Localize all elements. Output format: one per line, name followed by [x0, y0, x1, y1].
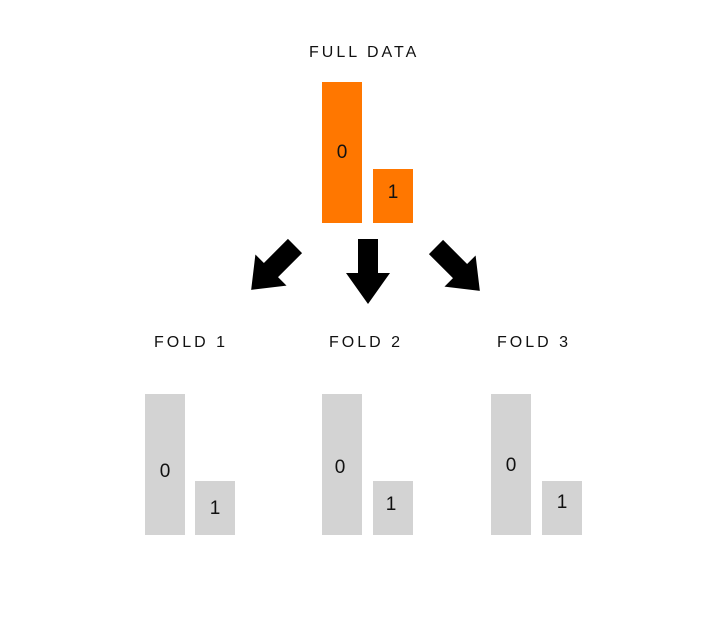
fold-3-bar-class-1: 1 [542, 481, 582, 535]
fold-3-bar-class-0: 0 [491, 394, 531, 535]
fold-3-bar-class-1-label: 1 [556, 492, 568, 513]
fold-2-bar-class-1: 1 [373, 481, 413, 535]
full-data-bar-class-1-label: 1 [387, 182, 399, 203]
fold-1-title: FOLD 1 [154, 334, 229, 351]
fold-2-bar-class-1-label: 1 [385, 494, 397, 515]
arrow-to-fold-3 [428, 239, 480, 291]
fold-3-bar-class-0-label: 0 [505, 455, 517, 476]
fold-1-bar-class-1-label: 1 [209, 498, 221, 519]
arrow-to-fold-2 [346, 239, 390, 304]
fold-1-bar-class-0: 0 [145, 394, 185, 535]
arrow-right-down-icon [428, 239, 480, 291]
fold-2-bar-class-0: 0 [322, 394, 362, 535]
full-data-bar-class-0: 0 [322, 82, 362, 223]
arrow-left-down-icon [251, 238, 303, 290]
arrow-to-fold-1 [251, 238, 303, 290]
fold-1-bar-class-0-label: 0 [159, 461, 171, 482]
arrow-down-icon [346, 239, 390, 304]
fold-2-bar-class-0-label: 0 [334, 457, 346, 478]
fold-3-title: FOLD 3 [497, 334, 572, 351]
full-data-bar-class-0-label: 0 [336, 142, 348, 163]
fold-1-bar-class-1: 1 [195, 481, 235, 535]
full-data-bar-class-1: 1 [373, 169, 413, 223]
full-data-title: FULL DATA [309, 44, 420, 61]
fold-2-title: FOLD 2 [329, 334, 404, 351]
